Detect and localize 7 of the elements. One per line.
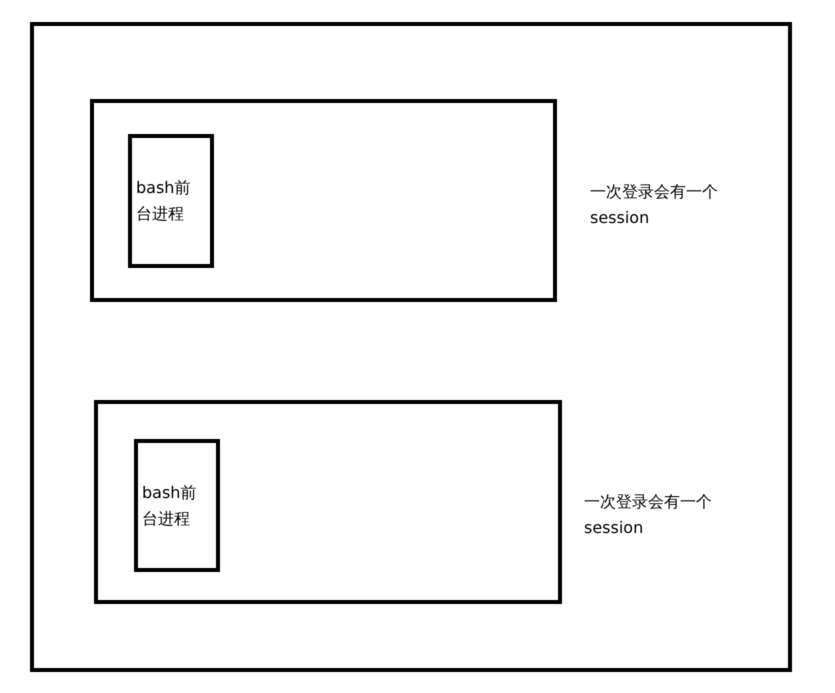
frame-box [30, 22, 792, 672]
session-box [90, 99, 557, 302]
process-box: bash前台进程 [134, 439, 220, 572]
note-text: 一次登录会有一个 session [584, 491, 713, 539]
session-box [94, 400, 562, 604]
process-box: bash前台进程 [128, 134, 214, 268]
note-text: 一次登录会有一个 session [590, 181, 719, 229]
